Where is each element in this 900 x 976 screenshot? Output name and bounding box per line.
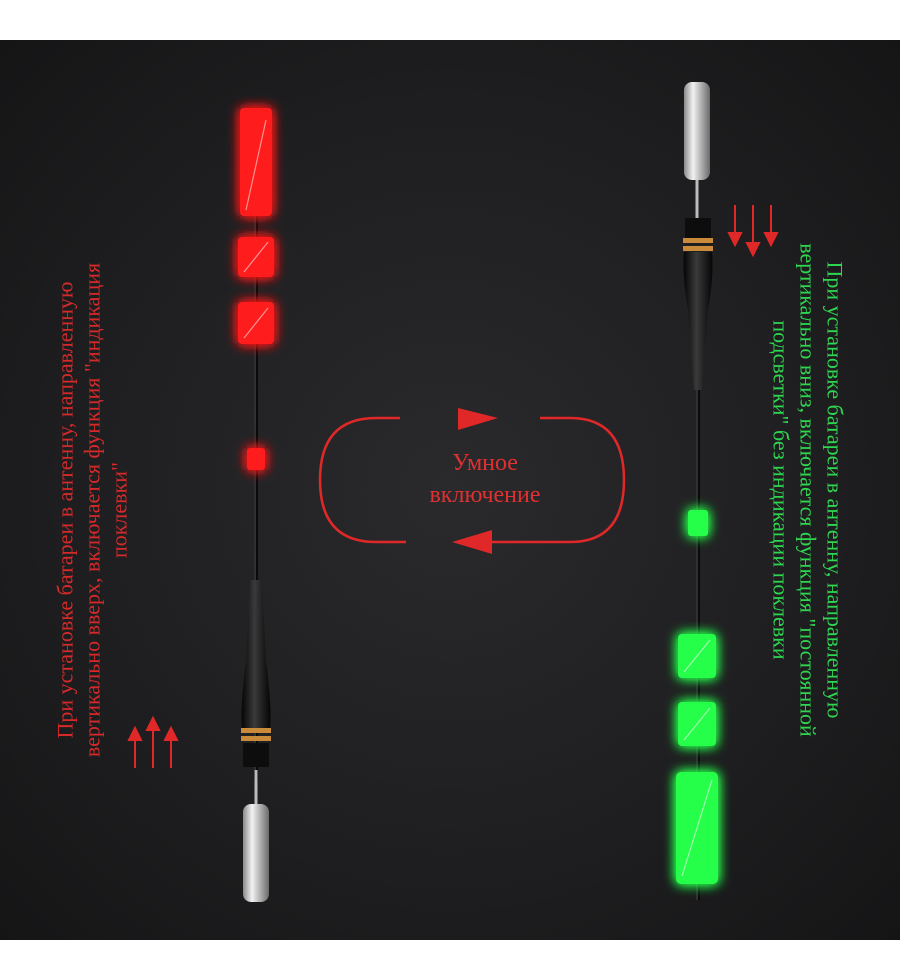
left-caption-line-2: вертикально вверх, включается функция "и… <box>79 262 105 758</box>
smart-switch-line-2: включение <box>429 482 541 508</box>
left-caption: При установке батареи в антенну, направл… <box>52 165 133 855</box>
right-caption-line-3: подсветки" без индикации поклевки <box>768 320 794 660</box>
float-illustration <box>127 82 779 902</box>
right-caption: При установке батареи в антенну, направл… <box>768 165 849 815</box>
smart-switch-label: Умное включение <box>370 447 600 511</box>
right-caption-line-2: вертикально вниз, включается функция "по… <box>795 243 821 737</box>
cycle-arrows-icon <box>318 408 626 554</box>
left-caption-line-1: При установке батареи в антенну, направл… <box>52 281 78 739</box>
right-caption-line-1: При установке батареи в антенну, направл… <box>822 261 848 719</box>
right-float <box>676 82 718 900</box>
three-up-arrows-icon <box>127 715 179 768</box>
right-battery <box>684 82 710 180</box>
smart-switch-line-1: Умное <box>452 450 518 476</box>
left-battery <box>243 804 269 902</box>
product-image: Умное включение При установке батареи в … <box>0 40 900 940</box>
three-down-arrows-icon <box>727 205 779 258</box>
left-caption-line-3: поклевки" <box>106 461 132 559</box>
left-float <box>238 108 274 902</box>
